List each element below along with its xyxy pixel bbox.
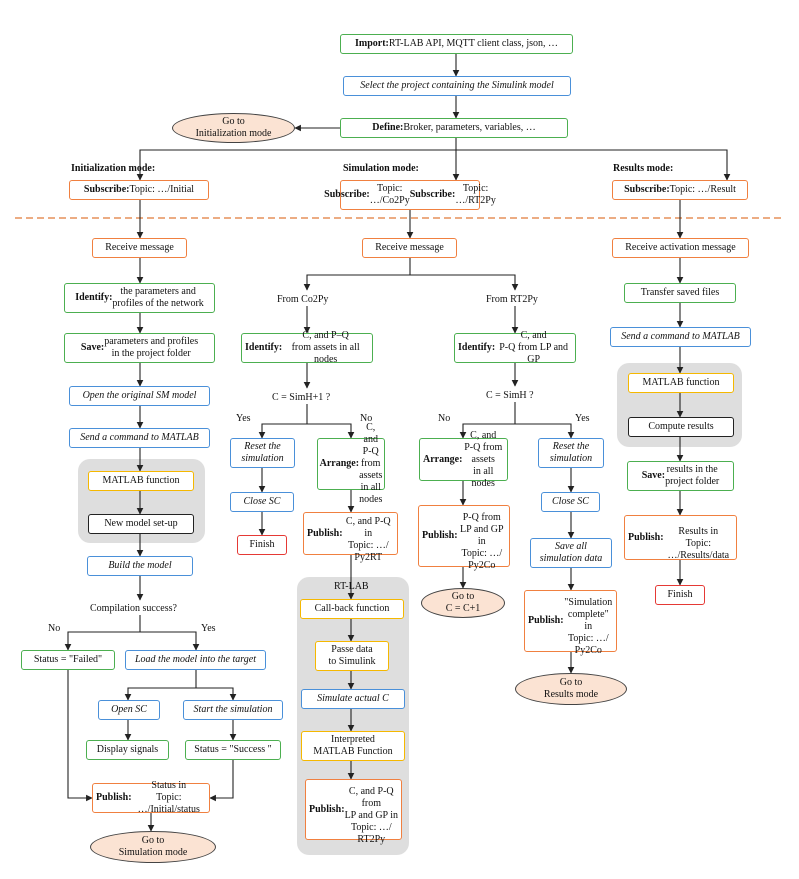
connector-arrow: [515, 423, 575, 439]
close-sc-2: Close SC: [541, 492, 600, 512]
matlab-function-init: MATLAB function: [88, 471, 194, 491]
publish-rt2py-box: Publish: C, and P-Q from LP and GP in To…: [305, 779, 402, 845]
finish-1: Finish: [237, 535, 287, 555]
import-box: Import: RT-LAB API, MQTT client class, j…: [340, 34, 573, 54]
receive-message-sim: Receive message: [362, 238, 457, 258]
build-model-box: Build the model: [87, 556, 193, 576]
connector-arrow: [303, 258, 411, 291]
reset-simulation-2: Reset the simulation: [538, 438, 604, 468]
header-rtlab: RT-LAB: [334, 581, 369, 592]
connector-arrow: [258, 404, 308, 439]
matlab-function-res: MATLAB function: [628, 373, 734, 393]
define-box: Define: Broker, parameters, variables, …: [340, 118, 568, 138]
goto-c-plus-1-terminal: Go to C = C+1: [421, 588, 505, 618]
header-results-mode: Results mode:: [613, 163, 674, 174]
label-yes-2: Yes: [575, 413, 590, 424]
status-success-box: Status = "Success ": [185, 740, 281, 760]
callback-function-box: Call-back function: [300, 599, 404, 619]
transfer-files-box: Transfer saved files: [624, 283, 736, 303]
interpreted-matlab-box: Interpreted MATLAB Function: [301, 731, 405, 761]
load-model-box: Load the model into the target: [125, 650, 266, 670]
label-no-1: No: [360, 413, 373, 424]
finish-2: Finish: [655, 585, 705, 605]
label-yes-1: Yes: [236, 413, 251, 424]
identify-c-lpgp-box: Identify: C, and P-Q from LP and GP: [454, 330, 576, 365]
header-initialization-mode: Initialization mode:: [71, 163, 156, 174]
connector-arrow: [67, 670, 93, 802]
connector-arrow: [196, 687, 237, 701]
publish-py2rt-box: Publish: C, and P-Q in Topic: …/ Py2RT: [303, 512, 398, 563]
send-command-matlab-init: Send a command to MATLAB: [69, 428, 210, 448]
goto-simulation-terminal: Go to Simulation mode: [90, 831, 216, 863]
close-sc-1: Close SC: [230, 492, 294, 512]
goto-initialization-terminal: Go to Initialization mode: [172, 113, 295, 143]
identify-c-pq-box: Identify: C, and P–Q from assets in all …: [241, 330, 373, 365]
arrange-c-pq-1: Arrange: C, and P-Q from assets in all n…: [317, 422, 385, 505]
save-all-data-box: Save all simulation data: [530, 538, 612, 568]
header-simulation-mode: Simulation mode:: [343, 163, 419, 174]
new-model-setup-box: New model set-up: [88, 514, 194, 534]
connector-arrow: [64, 615, 141, 651]
connector-arrow: [459, 402, 516, 439]
send-command-matlab-res: Send a command to MATLAB: [610, 327, 751, 347]
goto-results-terminal: Go to Results mode: [515, 673, 627, 705]
connector-arrow: [307, 423, 355, 439]
select-project-box: Select the project containing the Simuli…: [343, 76, 571, 96]
connector-arrow: [140, 631, 200, 651]
passe-data-box: Passe data to Simulink: [315, 641, 389, 671]
display-signals-box: Display signals: [86, 740, 169, 760]
connector-arrow: [209, 760, 234, 802]
label-cond-simh: C = SimH ?: [486, 390, 534, 401]
label-from-co2py: From Co2Py: [277, 294, 329, 305]
open-sm-model-box: Open the original SM model: [69, 386, 210, 406]
subscribe-simulation-box: Subscribe: Topic: …/Co2Py Subscribe: Top…: [324, 180, 496, 210]
label-cond-simh-plus-1: C = SimH+1 ?: [272, 392, 331, 403]
reset-simulation-1: Reset the simulation: [230, 438, 295, 468]
receive-activation-message: Receive activation message: [612, 238, 749, 258]
publish-results-box: Publish: Results in Topic: …/Results/dat…: [624, 515, 737, 561]
open-sc-box: Open SC: [98, 700, 160, 720]
status-failed-box: Status = "Failed": [21, 650, 115, 670]
save-parameters-box: Save: parameters and profiles in the pro…: [64, 333, 215, 363]
publish-status-box: Publish: Status in Topic: …/Initial/stat…: [92, 780, 210, 815]
arrange-c-pq-2: Arrange: C, and P-Q from assets in all n…: [419, 430, 508, 489]
connector-arrow: [136, 149, 456, 181]
connector-arrow: [410, 274, 519, 291]
label-compilation-success: Compilation success?: [90, 603, 177, 614]
save-results-box: Save: results in the project folder: [627, 461, 734, 491]
start-simulation-box: Start the simulation: [183, 700, 283, 720]
identify-parameters-box: Identify: the parameters and profiles of…: [64, 283, 215, 313]
subscribe-result-box: Subscribe: Topic: …/Result: [612, 180, 748, 200]
label-no-3: No: [48, 623, 61, 634]
subscribe-initial-box: Subscribe: Topic: …/Initial: [69, 180, 209, 200]
label-from-rt2py: From RT2Py: [486, 294, 538, 305]
label-yes-3: Yes: [201, 623, 216, 634]
connector-arrow: [456, 149, 731, 181]
receive-message-init: Receive message: [92, 238, 187, 258]
compute-results-box: Compute results: [628, 417, 734, 437]
simulate-actual-c-box: Simulate actual C: [301, 689, 405, 709]
label-no-2: No: [438, 413, 451, 424]
publish-py2co-box: Publish: P-Q from LP and GP in Topic: …/…: [418, 505, 510, 571]
publish-complete-box: Publish: "Simulation complete" in Topic:…: [524, 590, 617, 656]
connector-arrow: [124, 670, 197, 701]
